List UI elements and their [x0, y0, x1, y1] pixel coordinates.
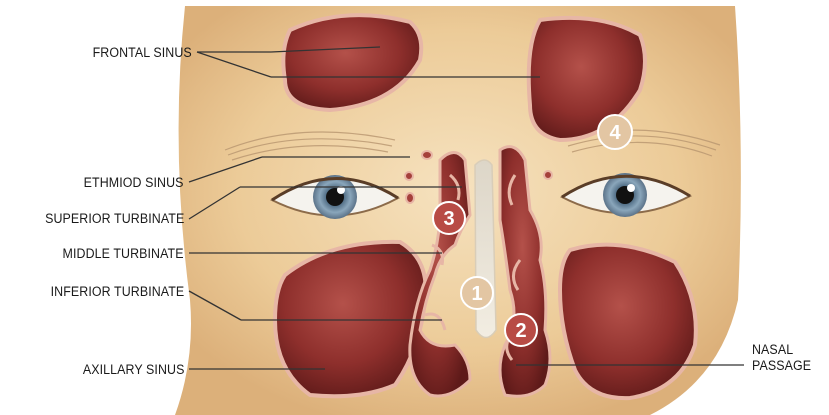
svg-text:2: 2 [515, 320, 526, 342]
marker-2: 2 [505, 314, 537, 346]
svg-text:1: 1 [471, 283, 482, 305]
label-nasal-passage-line2: PASSAGE [752, 358, 811, 373]
marker-1: 1 [461, 277, 493, 309]
label-frontal-sinus: FRONTAL SINUS [93, 45, 192, 60]
svg-text:3: 3 [443, 208, 454, 230]
nasal-septum [475, 160, 496, 338]
marker-3: 3 [433, 202, 465, 234]
label-axillary-sinus: AXILLARY SINUS [82, 362, 184, 377]
label-superior-turbinate: SUPERIOR TURBINATE [45, 211, 184, 226]
label-nasal-passage-line1: NASAL [752, 342, 793, 357]
label-middle-turbinate: MIDDLE TURBINATE [63, 246, 184, 261]
marker-4: 4 [598, 115, 632, 149]
label-inferior-turbinate: INFERIOR TURBINATE [50, 284, 184, 299]
svg-text:4: 4 [609, 122, 621, 144]
axillary-sinus-left [275, 242, 426, 396]
axillary-sinus-right [560, 245, 696, 398]
label-ethmoid-sinus: ETHMIOD SINUS [84, 175, 184, 190]
